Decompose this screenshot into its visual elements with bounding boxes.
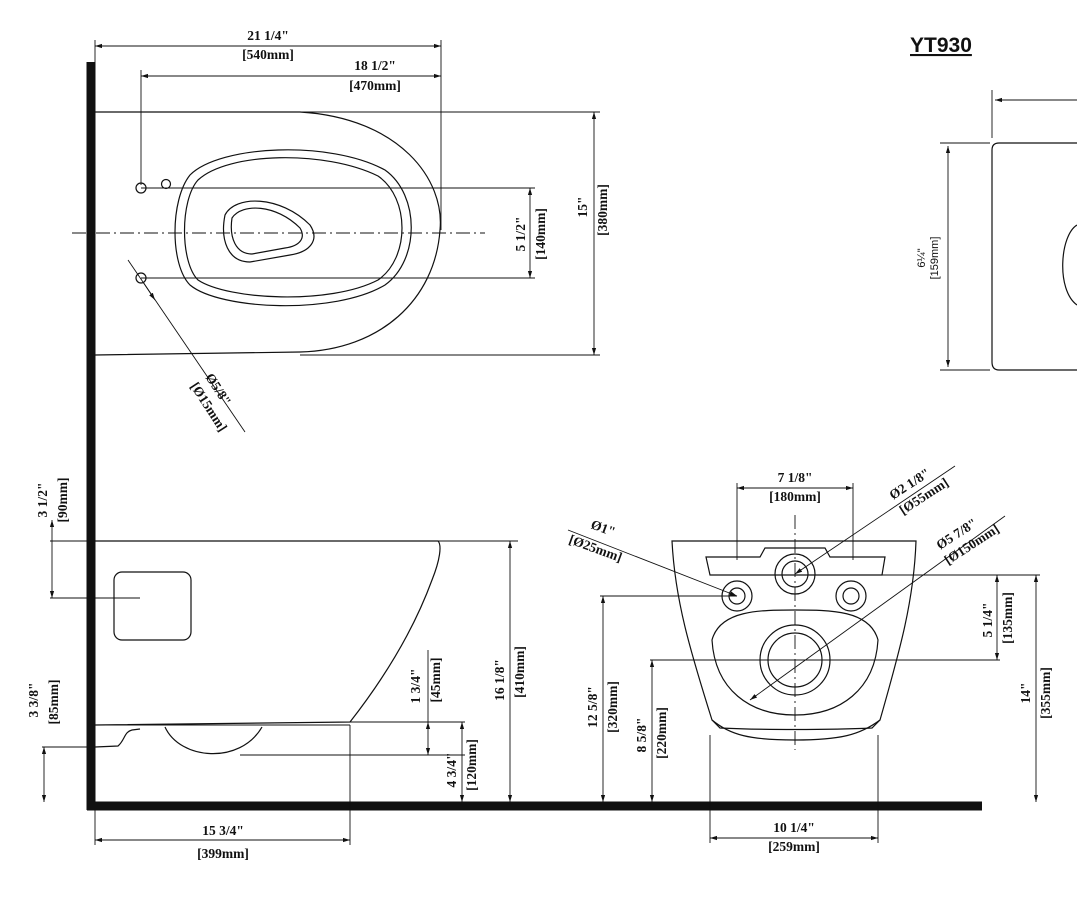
front-base xyxy=(711,719,881,731)
bowl-drain-outer xyxy=(223,200,315,263)
dim-outlet-center-height-mm: [220mm] xyxy=(654,707,669,759)
dim-bolt-spacing: 5 1/2" xyxy=(513,217,528,252)
dim-top-offset: 3 1/2" xyxy=(35,483,50,518)
base-foot xyxy=(94,728,141,748)
dim-bolt-centers: 7 1/8" xyxy=(778,470,813,485)
dim-mount-to-front: 18 1/2" xyxy=(354,58,396,73)
dim-bolt-centers-mm: [180mm] xyxy=(769,489,821,504)
seat-outline xyxy=(991,142,1077,371)
seat-opening xyxy=(1062,224,1077,306)
dim-inlet-height: 14" xyxy=(1018,683,1033,704)
dim-mount-to-front-mm: [470mm] xyxy=(349,78,401,93)
outlet-surround xyxy=(711,609,879,716)
dim-outlet-center-height: 8 5/8" xyxy=(634,718,649,753)
dim-foot-gap-mm: [45mm] xyxy=(428,658,443,703)
model-title: YT930 xyxy=(910,34,972,57)
bolt-hole-icon xyxy=(842,587,860,605)
bowl-drain-inner xyxy=(230,207,303,255)
dim-seat-width-mm: [159mm] xyxy=(929,237,941,280)
dim-inlet-height-mm: [355mm] xyxy=(1038,667,1053,719)
dim-base-width: 10 1/4" xyxy=(773,820,815,835)
dim-base-width-mm: [259mm] xyxy=(768,839,820,854)
dim-bolt-dia-mm: [Ø25mm] xyxy=(567,532,624,565)
dim-bolt-dia: Ø1" xyxy=(589,517,617,540)
tank-panel xyxy=(113,571,192,641)
bowl-outline-top xyxy=(94,111,441,356)
side-view xyxy=(41,520,518,845)
dim-projection-mm: [399mm] xyxy=(197,846,249,861)
seat-view xyxy=(940,90,1077,371)
dim-bolt-height-mm: [320mm] xyxy=(605,681,620,733)
dim-foot-gap: 1 3/4" xyxy=(408,669,423,704)
bowl-outline-side xyxy=(94,540,441,726)
bowl-rim-inner xyxy=(184,157,403,298)
outlet-curve xyxy=(164,726,263,755)
dim-base-offset: 3 3/8" xyxy=(26,683,41,718)
dim-rim-height-mm: [410mm] xyxy=(512,646,527,698)
bolt-hole-icon xyxy=(160,178,172,190)
dim-base-offset-mm: [85mm] xyxy=(46,680,61,725)
top-view xyxy=(72,40,600,433)
leader-line xyxy=(142,281,156,301)
dim-seat-width: 6¼" xyxy=(916,248,928,267)
leader-line xyxy=(794,465,956,575)
dim-overall-length-mm: [540mm] xyxy=(242,47,294,62)
inlet-slot xyxy=(705,547,886,576)
dim-bolt-height: 12 5/8" xyxy=(585,686,600,728)
dim-bolt-spacing-mm: [140mm] xyxy=(533,208,548,260)
bowl-rim-outer xyxy=(174,149,412,307)
dim-bolt-to-outlet-mm: [135mm] xyxy=(1000,592,1015,644)
front-view xyxy=(567,465,1040,843)
dim-bowl-width: 15" xyxy=(575,197,590,218)
dim-outlet-height-mm: [120mm] xyxy=(464,739,479,791)
dim-projection: 15 3/4" xyxy=(202,823,244,838)
dim-bolt-to-outlet: 5 1/4" xyxy=(980,603,995,638)
bolt-ring-icon xyxy=(835,580,867,612)
leader-line xyxy=(749,515,1006,701)
dim-outlet-height: 4 3/4" xyxy=(444,753,459,788)
leader-line xyxy=(567,529,738,597)
dim-top-offset-mm: [90mm] xyxy=(55,478,70,523)
dim-overall-length: 21 1/4" xyxy=(247,28,289,43)
dim-bowl-width-mm: [380mm] xyxy=(595,184,610,236)
dim-rim-height: 16 1/8" xyxy=(492,659,507,701)
